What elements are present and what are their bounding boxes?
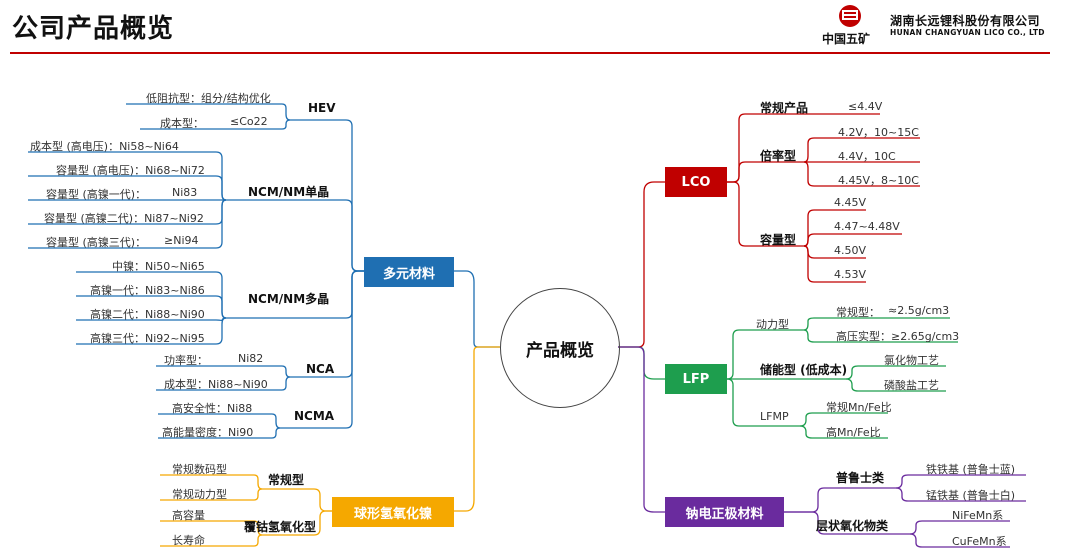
page-title: 公司产品概览 [12,14,175,44]
leaf-text: 容量型 (高镍三代)： [46,236,147,249]
leaf-value: ≤4.4V [848,100,883,113]
category-hev: HEV [308,101,336,115]
leaf-text: 4.53V [834,268,867,281]
leaf-text: 容量型 (高镍一代)： [46,188,147,201]
leaf-text: 低阻抗型：组分/结构优化 [146,92,271,105]
leaf-text: 4.2V，10~15C [838,126,919,139]
leaf-text: 高能量密度：Ni90 [162,426,254,439]
leaf-value: Ni82 [238,352,264,365]
category-ncm-single: NCM/NM单晶 [248,185,330,199]
company-name-en: HUNAN CHANGYUAN LICO CO., LTD [890,28,1045,37]
leaf-text: 高Mn/Fe比 [826,426,881,439]
leaf-text: 高镍三代：Ni92~Ni95 [90,332,205,345]
leaf-text: 常规Mn/Fe比 [826,401,892,414]
leaf-text: 氯化物工艺 [884,354,939,367]
leaf-text: 高安全性：Ni88 [172,402,253,415]
leaf-text: 高容量 [172,509,205,522]
category-lfp-storage: 储能型 (低成本) [760,363,848,377]
leaf-text: 容量型 (高电压)：Ni68~Ni72 [56,164,205,177]
leaf-text: 成本型：Ni88~Ni90 [164,378,268,391]
node-sodium: 钠电正极材料 [665,497,784,527]
center-node: 产品概览 [500,288,620,408]
leaf-text: 功率型： [164,354,208,367]
leaf-text: 常规动力型 [172,488,227,501]
category-prussian: 普鲁士类 [836,471,885,485]
leaf-value: Ni83 [172,186,198,199]
node-hydroxide: 球形氢氧化镍 [332,497,454,527]
category-ncm-poly: NCM/NM多晶 [248,292,330,306]
leaf-text: CuFeMn系 [952,535,1007,548]
leaf-value: ≥Ni94 [164,234,199,247]
leaf-text: NiFeMn系 [952,509,1004,522]
leaf-text: 锰铁基 (普鲁士白) [926,489,1016,502]
header-divider [10,52,1050,54]
logo-text: 中国五矿 [822,32,871,46]
category-regular: 常规型 [268,473,305,487]
category-ncma: NCMA [294,409,335,423]
leaf-text: 4.4V，10C [838,150,896,163]
leaf-text: 常规数码型 [172,463,227,476]
leaf-value: ≈2.5g/cm3 [888,304,950,317]
minmetals-logo [839,5,861,27]
leaf-text: 高镍一代：Ni83~Ni86 [90,284,205,297]
leaf-text: 高镍二代：Ni88~Ni90 [90,308,205,321]
category-lco-rate: 倍率型 [760,149,797,163]
node-lfp: LFP [665,364,727,394]
category-cobalt-coated: 覆钴氢氧化型 [244,520,317,534]
leaf-text: 4.45V [834,196,867,209]
category-lco-capacity: 容量型 [760,233,797,247]
leaf-text: 4.47~4.48V [834,220,900,233]
leaf-text: 4.50V [834,244,867,257]
leaf-text: 中镍：Ni50~Ni65 [112,260,205,273]
category-lfp-power: 动力型 [756,318,789,331]
category-lfmp: LFMP [760,410,789,423]
company-name-cn: 湖南长远锂科股份有限公司 [890,14,1041,28]
node-lco: LCO [665,167,727,197]
leaf-text: 成本型： [160,117,204,130]
leaf-text: 磷酸盐工艺 [884,379,939,392]
leaf-text: 容量型 (高镍二代)：Ni87~Ni92 [44,212,204,225]
node-ternary: 多元材料 [364,257,454,287]
leaf-text: 长寿命 [172,534,205,547]
leaf-text: 4.45V，8~10C [838,174,919,187]
leaf-value: ≤Co22 [230,115,268,128]
leaf-text: 常规型： [836,306,880,319]
leaf-text: 高压实型：≥2.65g/cm3 [836,330,960,343]
leaf-text: 铁铁基 (普鲁士蓝) [926,463,1016,476]
leaf-text: 成本型 (高电压)：Ni58~Ni64 [30,140,179,153]
category-layered-oxide: 层状氧化物类 [816,519,889,533]
category-nca: NCA [306,362,335,376]
category-lco-regular: 常规产品 [760,101,809,115]
